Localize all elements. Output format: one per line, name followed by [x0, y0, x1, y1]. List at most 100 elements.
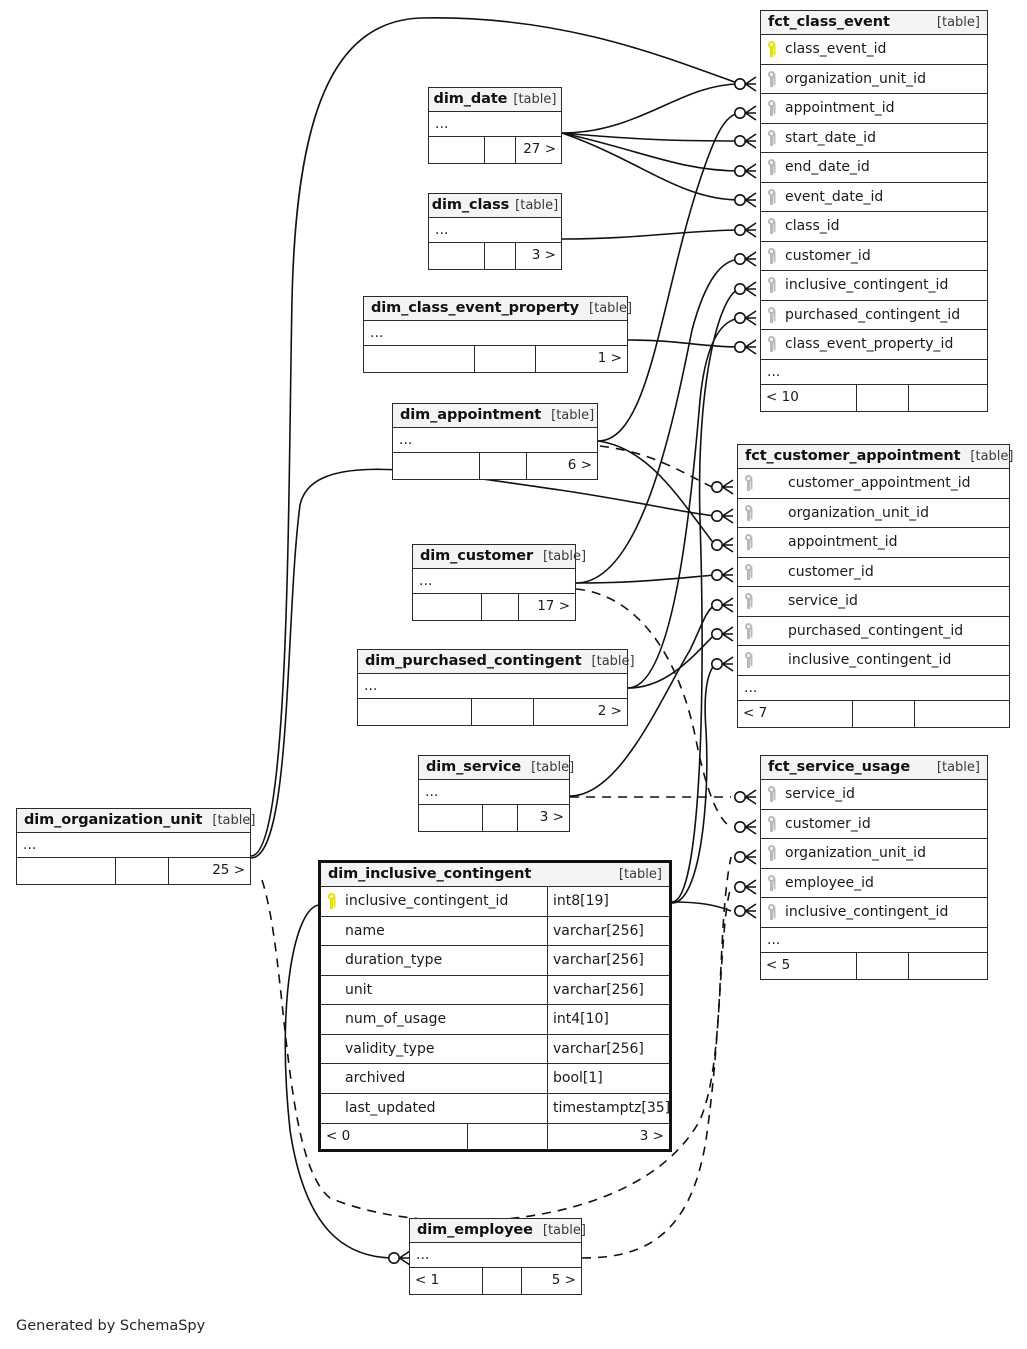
table-dim-inclusive-contingent[interactable]: dim_inclusive_contingent [table] inclusi… — [318, 860, 672, 1152]
table-dim-class[interactable]: dim_class [table] ... 3 > — [428, 193, 562, 270]
outbound-relation-count: 1 > — [534, 346, 627, 372]
column-label: organization_unit_id — [785, 70, 926, 87]
table-dim-class-event-property[interactable]: dim_class_event_property [table] ... 1 > — [363, 296, 632, 373]
table-footer: < 7 — [738, 700, 1009, 727]
table-dim-appointment[interactable]: dim_appointment [table] ... 6 > — [392, 403, 598, 480]
table-row[interactable]: unit varchar[256] — [321, 975, 669, 1005]
outbound-relation-count: 3 > — [514, 243, 561, 269]
table-row[interactable]: purchased_contingent_id — [761, 301, 987, 330]
table-row[interactable]: employee_id — [761, 869, 987, 898]
table-dim-purchased-contingent[interactable]: dim_purchased_contingent [table] ... 2 > — [357, 649, 635, 726]
table-row[interactable]: organization_unit_id — [761, 65, 987, 94]
more-columns-indicator: ... — [358, 674, 627, 699]
table-row[interactable]: start_date_id — [761, 124, 987, 153]
more-columns-indicator: ... — [738, 676, 1009, 701]
more-columns-indicator: ... — [364, 321, 627, 346]
table-row[interactable]: class_event_property_id — [761, 330, 987, 360]
table-dim-employee[interactable]: dim_employee [table] ... < 1 5 > — [409, 1218, 586, 1295]
foreign-key-icon — [767, 159, 776, 176]
table-footer: 3 > — [419, 805, 569, 831]
outbound-relation-count: 17 > — [518, 594, 575, 620]
table-header: dim_employee [table] — [410, 1219, 586, 1243]
table-row[interactable]: event_date_id — [761, 183, 987, 212]
table-row[interactable]: inclusive_contingent_id — [761, 271, 987, 301]
table-row[interactable]: validity_type varchar[256] — [321, 1034, 669, 1064]
foreign-key-icon — [767, 306, 776, 323]
more-columns-indicator: ... — [17, 833, 250, 858]
column-label: event_date_id — [785, 188, 884, 205]
table-row[interactable]: inclusive_contingent_id — [761, 898, 987, 928]
inbound-relation-count: < 1 — [415, 1272, 440, 1288]
no-key-icon — [327, 1070, 336, 1086]
foreign-key-icon — [767, 218, 776, 235]
column-label: class_event_id — [785, 41, 887, 58]
foreign-key-icon — [744, 534, 753, 551]
column-label: unit — [345, 981, 373, 998]
column-type: varchar[256] — [547, 916, 669, 945]
no-key-icon — [327, 923, 336, 939]
table-row[interactable]: archived bool[1] — [321, 1064, 669, 1094]
table-row[interactable]: name varchar[256] — [321, 916, 669, 946]
no-key-icon — [327, 1011, 336, 1027]
table-row[interactable]: appointment_id — [738, 528, 1009, 558]
table-title: dim_class_event_property — [371, 300, 580, 316]
table-fct-customer-appointment[interactable]: fct_customer_appointment [table] custome… — [737, 444, 1013, 728]
column-label: class_event_property_id — [785, 336, 954, 353]
table-row[interactable]: service_id — [738, 587, 1009, 617]
table-footer: 6 > — [393, 453, 597, 479]
outbound-relation-count: 3 > — [516, 805, 570, 831]
table-type-tag: [table] — [591, 654, 635, 669]
more-columns-indicator: ... — [393, 428, 597, 453]
table-header: dim_purchased_contingent [table] — [358, 650, 635, 674]
table-dim-service[interactable]: dim_service [table] ... 3 > — [418, 755, 574, 832]
column-label: inclusive_contingent_id — [785, 904, 949, 921]
table-title: dim_service — [426, 759, 522, 775]
inbound-relation-count — [429, 137, 484, 163]
table-title: dim_employee — [417, 1222, 533, 1238]
more-columns-indicator: ... — [761, 928, 987, 953]
table-type-tag: [table] — [618, 867, 662, 882]
table-row[interactable]: inclusive_contingent_id int8[19] — [321, 887, 669, 917]
column-label: customer_id — [785, 247, 871, 264]
table-dim-customer[interactable]: dim_customer [table] ... 17 > — [412, 544, 586, 621]
column-label: purchased_contingent_id — [788, 622, 964, 639]
outbound-relation-count: 5 > — [521, 1268, 581, 1294]
table-row[interactable]: service_id — [761, 780, 987, 810]
column-label: duration_type — [345, 952, 443, 969]
column-label: appointment_id — [788, 534, 898, 551]
table-type-tag: [table] — [531, 760, 575, 775]
table-title: dim_customer — [420, 548, 534, 564]
table-row[interactable]: organization_unit_id — [761, 839, 987, 869]
column-label: start_date_id — [785, 129, 876, 146]
column-label: inclusive_contingent_id — [785, 277, 949, 294]
table-row[interactable]: customer_id — [738, 558, 1009, 587]
table-title: dim_inclusive_contingent — [328, 866, 532, 882]
table-row[interactable]: last_updated timestamptz[35] — [321, 1093, 670, 1123]
generated-by-credit: Generated by SchemaSpy — [16, 1318, 206, 1334]
table-fct-service-usage[interactable]: fct_service_usage [table] service_id cus… — [760, 755, 988, 980]
table-dim-date[interactable]: dim_date [table] ... 27 > — [428, 87, 562, 164]
table-row[interactable]: class_id — [761, 212, 987, 242]
table-row[interactable]: num_of_usage int4[10] — [321, 1005, 669, 1035]
table-title: dim_purchased_contingent — [365, 653, 582, 669]
table-row[interactable]: customer_appointment_id — [738, 469, 1009, 499]
foreign-key-icon — [767, 70, 776, 87]
table-row[interactable]: organization_unit_id — [738, 499, 1009, 528]
table-row[interactable]: appointment_id — [761, 94, 987, 124]
table-fct-class-event[interactable]: fct_class_event [table] class_event_id o… — [760, 10, 988, 412]
table-row[interactable]: purchased_contingent_id — [738, 617, 1009, 646]
column-label: class_id — [785, 218, 840, 235]
table-row[interactable]: inclusive_contingent_id — [738, 646, 1009, 676]
table-row[interactable]: class_event_id — [761, 35, 987, 65]
inbound-relation-count — [358, 699, 471, 725]
table-header: dim_class_event_property [table] — [364, 297, 632, 321]
outbound-relation-count: 6 > — [525, 453, 597, 479]
table-row[interactable]: end_date_id — [761, 153, 987, 183]
table-row[interactable]: customer_id — [761, 242, 987, 271]
table-row[interactable]: duration_type varchar[256] — [321, 946, 669, 976]
table-dim-organization-unit[interactable]: dim_organization_unit [table] ... 25 > — [16, 808, 255, 885]
foreign-key-icon — [744, 622, 753, 639]
column-label: validity_type — [345, 1040, 435, 1057]
table-row[interactable]: customer_id — [761, 810, 987, 839]
column-label: end_date_id — [785, 159, 870, 176]
